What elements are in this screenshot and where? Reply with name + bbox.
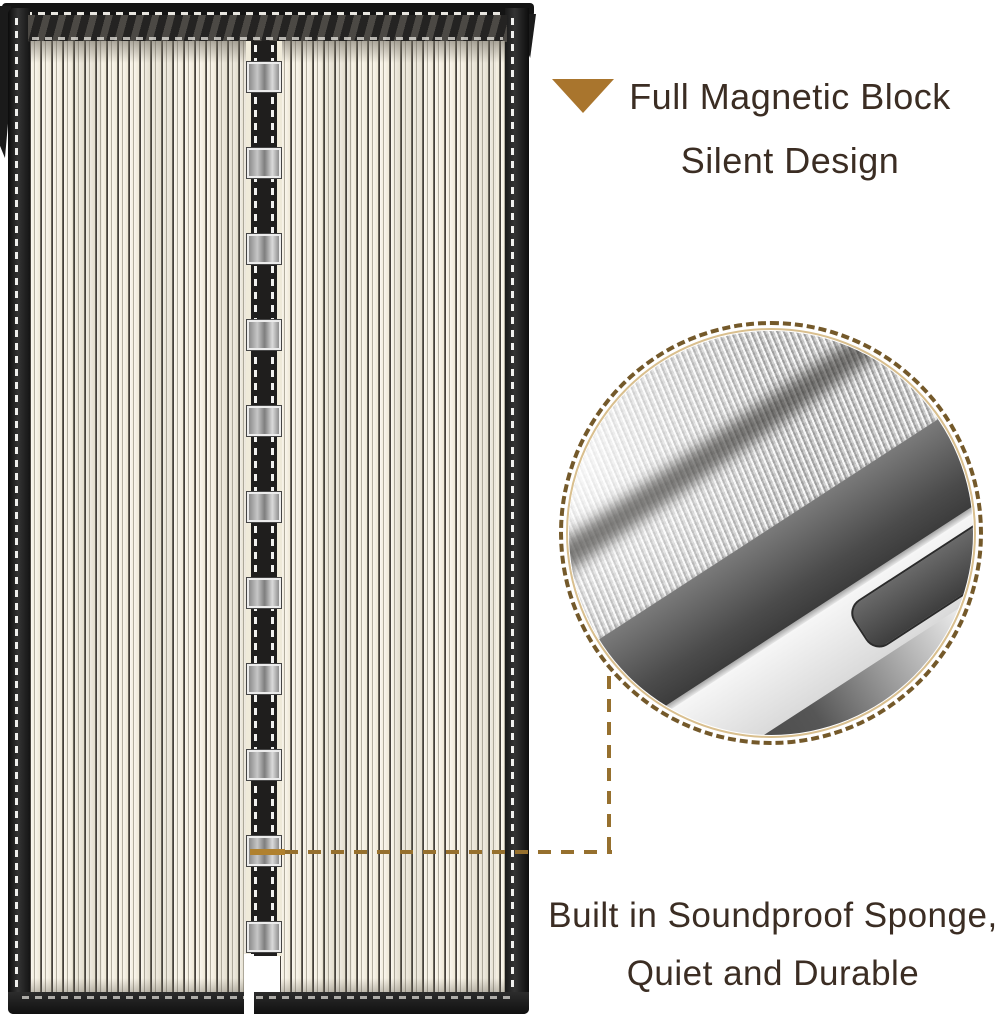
magnet-window	[246, 921, 282, 953]
closeup-photo-rotated	[569, 331, 973, 735]
door-top-bar	[2, 3, 534, 17]
closeup-photo	[569, 331, 973, 735]
magnet-window	[246, 491, 282, 523]
door-top-left-flap	[0, 6, 11, 158]
callout-dashed-line-vertical	[607, 676, 611, 852]
magnet-window	[246, 233, 282, 265]
stitch-line	[511, 18, 514, 1004]
feature-magnetic-line1: Full Magnetic Block	[629, 76, 951, 117]
callout-inner-ring	[566, 328, 976, 738]
door-frame-right	[505, 8, 529, 1014]
door-header-band	[28, 15, 507, 42]
center-strip	[246, 41, 282, 956]
magnet-closeup-callout	[559, 321, 983, 745]
panel-split-gap	[244, 954, 254, 1016]
mesh-panel-right	[280, 41, 505, 992]
magnet-window	[246, 663, 282, 695]
door-frame-left	[8, 8, 30, 1014]
mesh-panel-left	[30, 41, 248, 992]
magnet-window	[246, 319, 282, 351]
stitch-line	[22, 996, 515, 999]
magnet-window	[246, 577, 282, 609]
stitch-line	[12, 12, 524, 15]
feature-magnetic-line2: Silent Design	[680, 140, 900, 181]
triangle-marker-icon	[552, 79, 614, 113]
magnet-window	[246, 405, 282, 437]
stitch-line	[32, 37, 503, 40]
callout-dashed-line-horizontal	[285, 850, 612, 854]
feature-soundproof-line1: Built in Soundproof Sponge,	[548, 896, 998, 935]
door-bottom-bar	[8, 992, 529, 1014]
stitch-line	[15, 18, 18, 1004]
magnet-window	[246, 61, 282, 93]
callout-pointer-bar	[250, 849, 285, 855]
magnet-window	[246, 147, 282, 179]
magnet-window	[246, 749, 282, 781]
feature-soundproof-line2: Quiet and Durable	[626, 954, 920, 993]
